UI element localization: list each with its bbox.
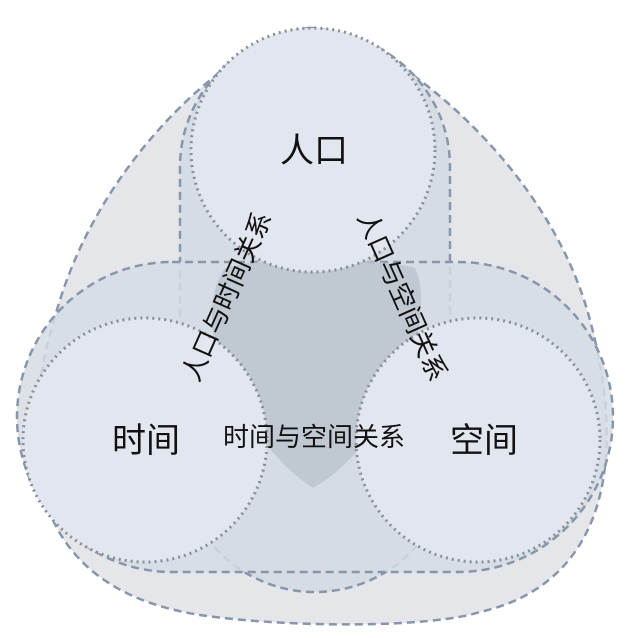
population-label: 人口 [280,131,348,171]
space-label: 空间 [450,421,518,461]
space-circle [354,316,602,564]
time-circle [21,316,269,564]
time-label: 时间 [112,421,180,461]
population-circle [189,26,437,274]
time-space-relation-label: 时间与空间关系 [223,423,405,453]
